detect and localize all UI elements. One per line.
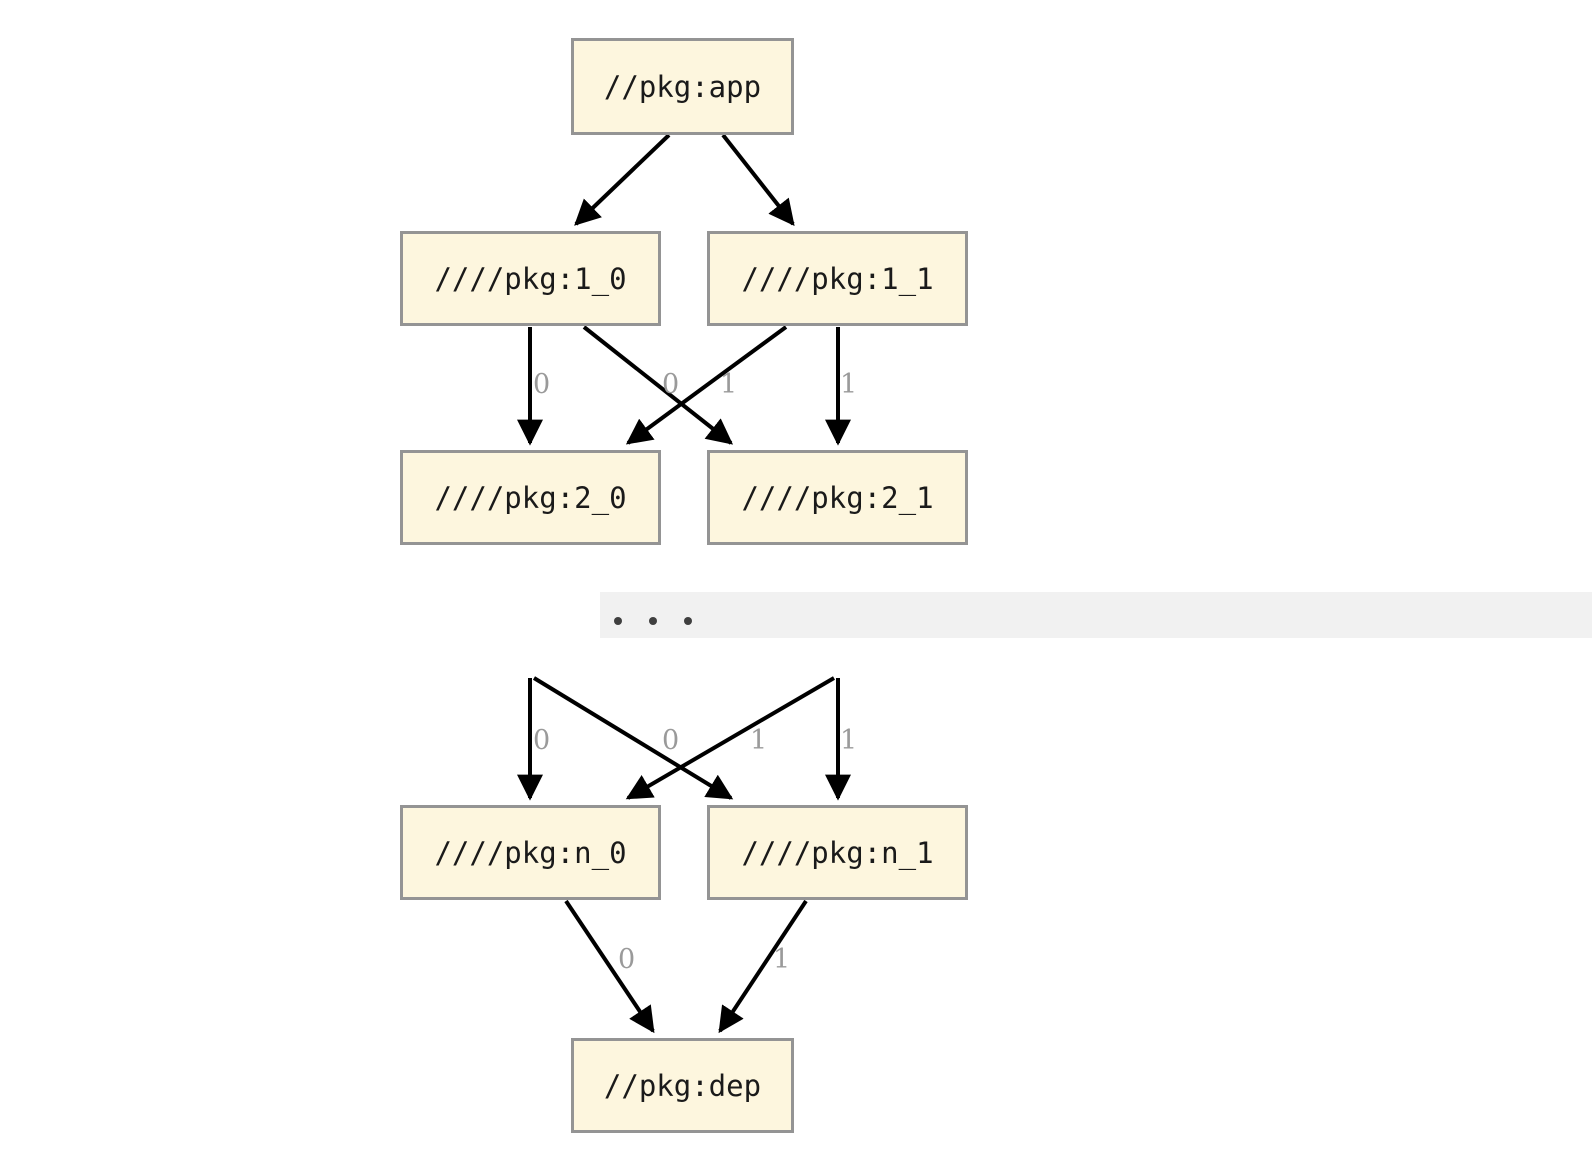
graph-edge-app-to-n1_1: [721, 133, 795, 227]
graph-node-label: ////pkg:2_0: [434, 480, 627, 515]
graph-edge-(elided)-to-nn_1: [532, 676, 734, 800]
edge-label: 0: [533, 369, 551, 400]
graph-node-label: ////pkg:n_0: [434, 835, 627, 870]
graph-node-label: ////pkg:2_1: [741, 480, 934, 515]
graph-node-label: ////pkg:n_1: [741, 835, 934, 870]
edge-label: 0: [662, 369, 680, 400]
graph-node-n2_0[interactable]: ////pkg:2_0: [400, 450, 661, 545]
edge-label: 1: [720, 369, 738, 400]
graph-node-nn_1[interactable]: ////pkg:n_1: [707, 805, 968, 900]
elided-layers-band: [600, 592, 1592, 638]
ellipsis-dots: [614, 617, 692, 625]
edge-label: 1: [773, 944, 791, 975]
edge-label: 1: [840, 725, 858, 756]
graph-node-n1_0[interactable]: ////pkg:1_0: [400, 231, 661, 326]
edge-label: 1: [840, 369, 858, 400]
graph-node-label: ////pkg:1_0: [434, 261, 627, 296]
graph-node-nn_0[interactable]: ////pkg:n_0: [400, 805, 661, 900]
graph-node-app[interactable]: //pkg:app: [571, 38, 794, 135]
ellipsis-dot: [684, 617, 692, 625]
graph-edge-nn_0-to-dep: [564, 899, 655, 1034]
ellipsis-dot: [649, 617, 657, 625]
ellipsis-dot: [614, 617, 622, 625]
graph-edge-app-to-n1_0: [574, 133, 671, 226]
edge-label: 0: [662, 725, 680, 756]
graph-node-label: //pkg:dep: [603, 1068, 762, 1103]
graph-edge-n1_1-to-n2_0: [625, 325, 788, 445]
graph-edge-n1_0-to-n2_1: [582, 325, 734, 445]
edge-label: 1: [750, 725, 768, 756]
graph-node-label: //pkg:app: [603, 69, 762, 104]
graph-node-dep[interactable]: //pkg:dep: [571, 1038, 794, 1133]
graph-node-n1_1[interactable]: ////pkg:1_1: [707, 231, 968, 326]
edge-label: 0: [618, 944, 636, 975]
graph-node-label: ////pkg:1_1: [741, 261, 934, 296]
edge-label: 0: [533, 725, 551, 756]
graph-node-n2_1[interactable]: ////pkg:2_1: [707, 450, 968, 545]
graph-edge-(elided)-to-nn_0: [625, 676, 836, 800]
graph-edge-nn_1-to-dep: [718, 899, 808, 1034]
edges-group: [517, 133, 851, 1034]
